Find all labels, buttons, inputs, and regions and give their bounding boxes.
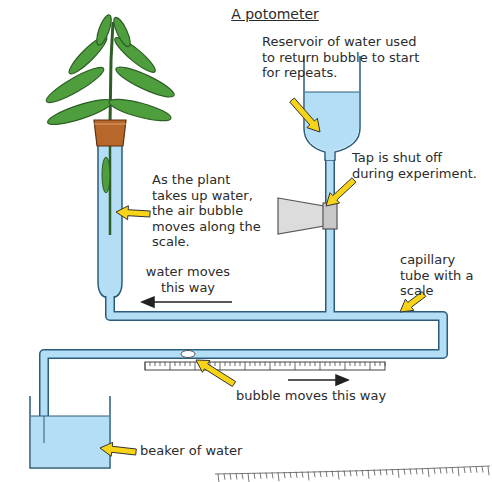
bung-rim [94, 124, 126, 125]
stem-in-water [109, 145, 112, 235]
beaker-surface [31, 416, 109, 417]
callout-arrow [100, 442, 136, 456]
scale [145, 362, 385, 370]
leaf [102, 157, 110, 193]
tube-in-beaker [44, 416, 45, 443]
direction-arrows [142, 297, 348, 385]
plant-label: As the plant takes up water, the air bub… [152, 172, 264, 250]
reservoir-label: Reservoir of water used to return bubble… [262, 34, 430, 81]
beaker-label: beaker of water [140, 443, 270, 459]
rubber-bung [94, 120, 126, 146]
plant-tube [98, 138, 122, 298]
callout-arrow [116, 206, 150, 220]
bubble-direction-label: bubble moves this way [236, 388, 416, 404]
tap-label: Tap is shut off during experiment. [352, 150, 486, 181]
beaker-water [31, 416, 109, 467]
diagram-title: A potometer [0, 6, 488, 23]
ruler-edge [215, 466, 490, 482]
plant [43, 13, 177, 129]
scale-ticks [145, 362, 385, 370]
air-bubble [181, 351, 195, 358]
capillary-label: capillary tube with a scale [400, 252, 488, 299]
tap-handle [278, 198, 324, 234]
callout-arrow [196, 360, 236, 387]
callout-arrow [290, 98, 320, 132]
capillary-tubing [44, 145, 443, 443]
water-surface [305, 92, 359, 93]
beaker [30, 396, 110, 468]
tap-body [323, 203, 337, 229]
callout-arrow [326, 178, 356, 206]
water-direction-label: water moves this way [138, 264, 238, 295]
